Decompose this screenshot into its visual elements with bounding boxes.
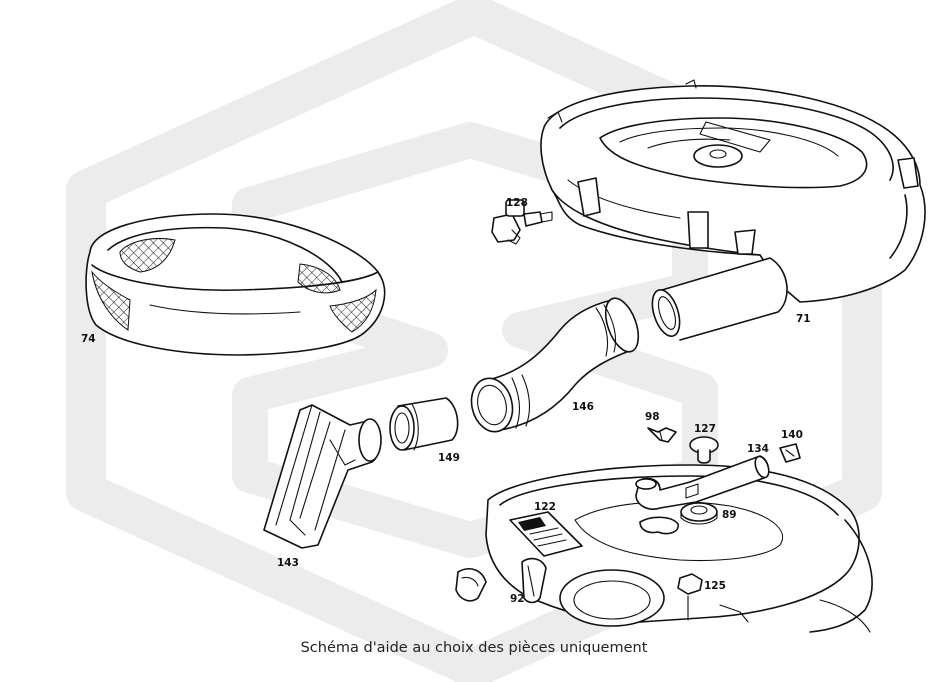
label-74: 74 [81, 333, 96, 345]
label-98: 98 [645, 411, 660, 423]
spring-clip[interactable] [455, 568, 487, 602]
label-128: 128 [506, 197, 528, 209]
label-127: 127 [694, 423, 716, 435]
label-143: 143 [277, 557, 299, 569]
label-125: 125 [704, 580, 726, 592]
label-134: 134 [747, 443, 769, 455]
label-146: 146 [572, 401, 594, 413]
diagram-caption: Schéma d'aide au choix des pièces unique… [300, 640, 648, 656]
label-140: 140 [781, 429, 803, 441]
vacuum-pipe[interactable] [635, 455, 771, 510]
washer-89[interactable] [680, 502, 718, 525]
label-149: 149 [438, 452, 460, 464]
label-92: 92 [510, 593, 525, 605]
label-122: 122 [534, 501, 556, 513]
label-89: 89 [722, 509, 737, 521]
hose-clamp-92[interactable] [521, 557, 547, 604]
wing-nut[interactable] [647, 427, 677, 443]
air-filter-element[interactable] [85, 213, 386, 356]
label-71: 71 [796, 313, 811, 325]
clip-140[interactable] [779, 443, 801, 463]
seal-ring[interactable] [559, 569, 665, 627]
grommet[interactable] [689, 436, 719, 464]
air-filter-housing[interactable] [540, 79, 926, 341]
intake-scoop[interactable] [263, 404, 382, 549]
connector-sleeve[interactable] [389, 397, 459, 451]
hex-nut-125[interactable] [677, 573, 703, 621]
temperature-sensor[interactable] [491, 199, 553, 245]
intake-hose[interactable] [466, 294, 645, 436]
warning-label[interactable] [509, 511, 583, 557]
